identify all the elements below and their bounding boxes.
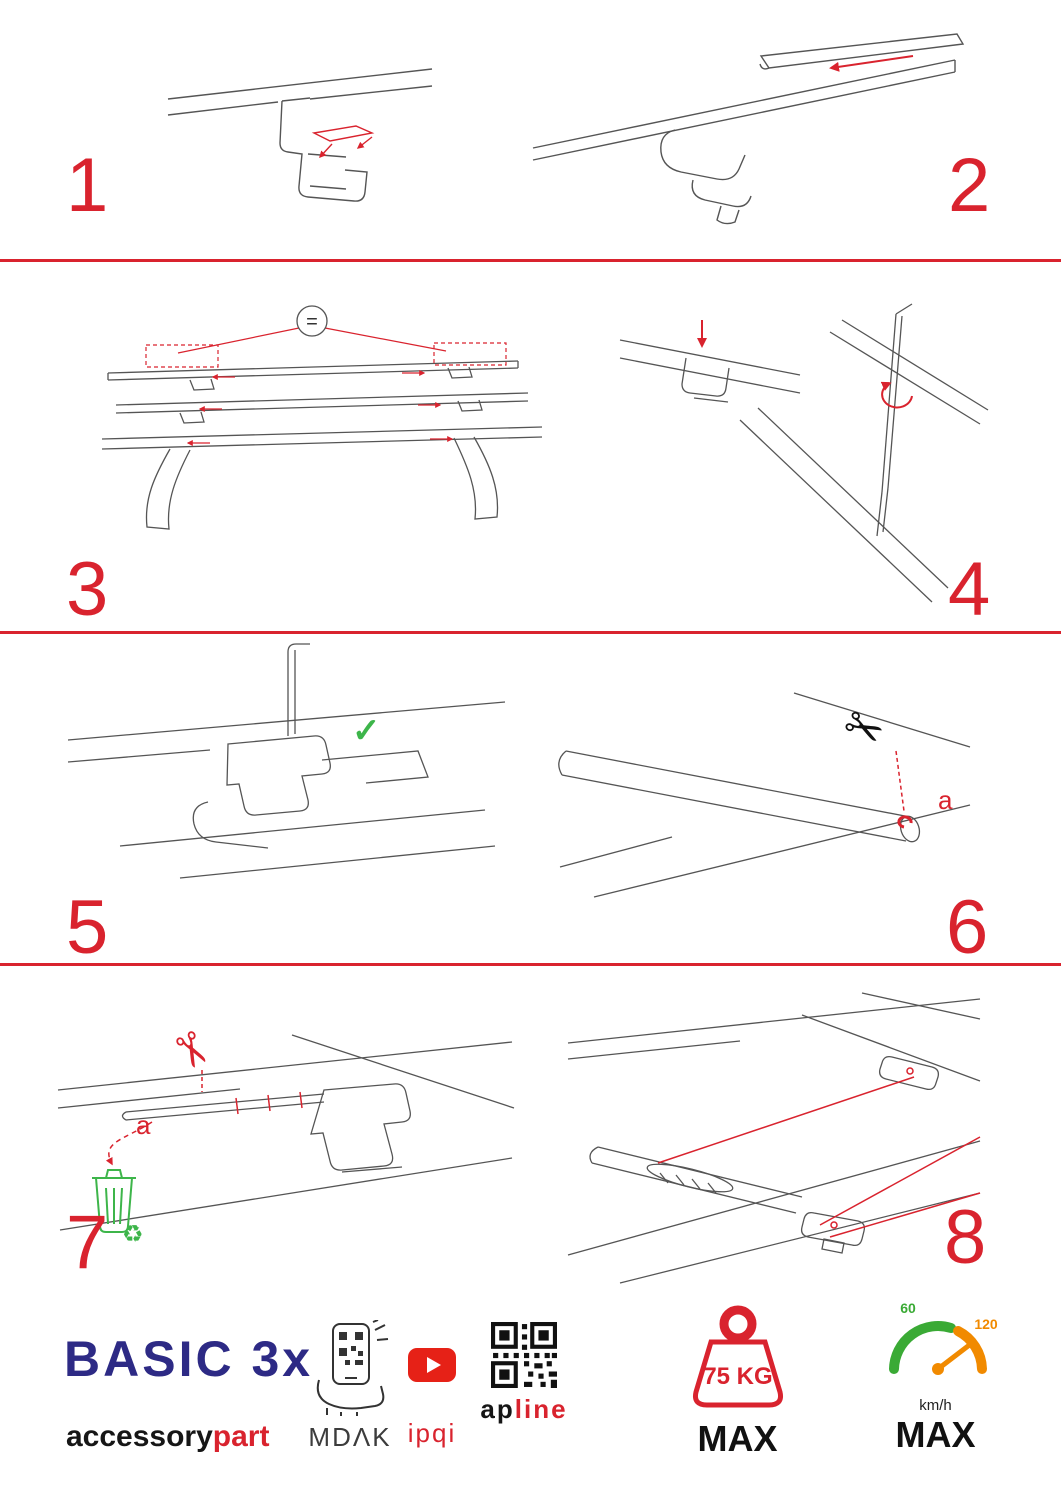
- partner-ipqi-label: ipqi: [407, 1418, 457, 1448]
- step-2-illustration: [532, 33, 965, 225]
- check-icon: ✓: [352, 712, 381, 750]
- partner-mdak-label: MDΛK: [308, 1422, 392, 1452]
- weight-max-label: MAX: [697, 1418, 778, 1459]
- partner-apline-black: ap: [480, 1394, 515, 1424]
- step-number-5: 5: [66, 885, 109, 970]
- speed-low-label: 60: [900, 1300, 916, 1316]
- tighten-guides: [697, 320, 913, 409]
- youtube-icon: [408, 1348, 456, 1382]
- red-pad-guide: [311, 125, 375, 159]
- cut-guides: [895, 750, 913, 829]
- phone-qr-pattern: [339, 1332, 363, 1365]
- section-divider-2: [0, 631, 1061, 634]
- step-6-illustration: ✂ a: [558, 692, 971, 898]
- alignment-guides: [657, 1067, 981, 1238]
- equal-sign: =: [306, 311, 318, 333]
- step-3-illustration: =: [101, 305, 543, 530]
- step-number-6: 6: [946, 885, 989, 970]
- section-divider-3: [0, 963, 1061, 966]
- step-number-4: 4: [948, 547, 991, 632]
- step-number-2: 2: [948, 143, 991, 228]
- cut-point-label: a: [938, 785, 953, 815]
- brand-subtitle-black: accessory: [66, 1420, 213, 1453]
- partner-apline-red: line: [514, 1394, 568, 1424]
- max-speed-block: 60 120 km/h MAX: [858, 1295, 1013, 1456]
- step-number-7: 7: [66, 1200, 109, 1285]
- speed-high-label: 120: [974, 1316, 998, 1332]
- dimension-guides: [145, 327, 507, 446]
- partner-apline-label: apline: [478, 1394, 570, 1425]
- speed-max-label: MAX: [895, 1414, 976, 1455]
- trim-guides: [105, 1070, 303, 1166]
- scissors-icon: ✂: [159, 1021, 223, 1079]
- brand-subtitle-red: part: [212, 1420, 270, 1453]
- speedometer-icon: 60 120: [888, 1300, 998, 1375]
- equal-sign-badge: [296, 305, 328, 337]
- brand-subtitle: accessorypart: [66, 1420, 269, 1454]
- section-divider-1: [0, 259, 1061, 262]
- step-4-illustration: [619, 303, 989, 603]
- slide-arrow: [829, 55, 914, 72]
- step-1-illustration: [167, 68, 433, 202]
- step-number-3: 3: [66, 547, 109, 632]
- trash-icon: [92, 1169, 136, 1233]
- cut-point-label: a: [136, 1110, 151, 1140]
- step-number-8: 8: [944, 1195, 987, 1280]
- brand-title: BASIC 3x: [64, 1331, 314, 1387]
- qr-code: [491, 1322, 557, 1388]
- phone-qr-icon: [316, 1320, 389, 1416]
- step-number-1: 1: [66, 143, 109, 228]
- speed-unit-label: km/h: [919, 1397, 952, 1414]
- weight-icon: 75 KG: [692, 1305, 783, 1408]
- max-weight-block: 75 KG MAX: [660, 1298, 815, 1460]
- partner-mdak-block: MDΛK: [285, 1320, 415, 1453]
- step-5-illustration: ✓: [67, 643, 506, 879]
- step-8-illustration: [567, 992, 981, 1284]
- scissors-icon: ✂: [835, 696, 893, 760]
- recycle-icon: ♻: [122, 1221, 144, 1248]
- partner-ipqi-block: ipqi: [392, 1348, 472, 1449]
- partner-apline-block: apline: [478, 1322, 570, 1425]
- weight-value: 75 KG: [703, 1363, 772, 1390]
- step-7-illustration: ✂ a ♻: [57, 1021, 515, 1248]
